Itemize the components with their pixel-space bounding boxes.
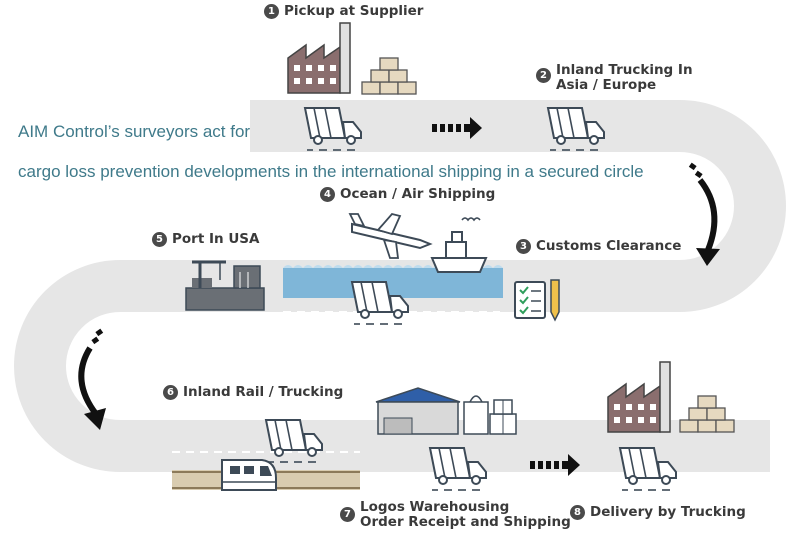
step-8-label: 8 Delivery by Trucking: [570, 505, 746, 520]
step-label-text: Inland Rail / Trucking: [183, 384, 344, 400]
step-number-badge: 8: [570, 505, 585, 520]
tagline-line-2: cargo loss prevention developments in th…: [18, 162, 644, 181]
step-label-text: Port In USA: [172, 231, 260, 247]
boxes-icon: [679, 395, 735, 433]
step-1-label: 1 Pickup at Supplier: [264, 4, 423, 19]
shopping-bags-icon: [463, 395, 517, 435]
step-5-label: 5 Port In USA: [152, 232, 259, 247]
step-label-text: Pickup at Supplier: [284, 3, 424, 19]
curved-arrow-icon: [688, 162, 720, 266]
ship-icon: [430, 217, 488, 273]
step-number-badge: 7: [340, 507, 355, 522]
tagline-line-1: AIM Control’s surveyors act for: [18, 122, 251, 141]
airplane-icon: [348, 212, 433, 259]
factory-icon: [607, 361, 671, 433]
factory-icon: [287, 22, 351, 94]
train-icon: [221, 459, 277, 491]
step-7-label: 7 Logos Warehousing Order Receipt and Sh…: [340, 500, 571, 530]
step-label-text: Ocean / Air Shipping: [340, 186, 496, 202]
step-number-badge: 1: [264, 4, 279, 19]
step-number-badge: 4: [320, 187, 335, 202]
port-crane-icon: [185, 260, 265, 311]
step-3-label: 3 Customs Clearance: [516, 239, 681, 254]
step-number-badge: 5: [152, 232, 167, 247]
warehouse-icon: [375, 387, 461, 435]
step-4-label: 4 Ocean / Air Shipping: [320, 187, 495, 202]
boxes-icon: [361, 57, 417, 95]
step-label-text: Asia / Europe: [556, 77, 657, 93]
step-label-text: Customs Clearance: [536, 238, 682, 254]
step-label-text: Delivery by Trucking: [590, 504, 746, 520]
step-2-label: 2 Inland Trucking In Asia / Europe: [536, 63, 693, 93]
step-label-text: Order Receipt and Shipping: [360, 514, 571, 530]
step-6-label: 6 Inland Rail / Trucking: [163, 385, 343, 400]
step-label-text: Logos Warehousing: [360, 499, 510, 515]
curved-arrow-icon: [78, 328, 106, 430]
step-number-badge: 2: [536, 68, 551, 83]
step-number-badge: 3: [516, 239, 531, 254]
step-number-badge: 6: [163, 385, 178, 400]
checklist-icon: [514, 279, 560, 322]
step-label-text: Inland Trucking In: [556, 62, 693, 78]
